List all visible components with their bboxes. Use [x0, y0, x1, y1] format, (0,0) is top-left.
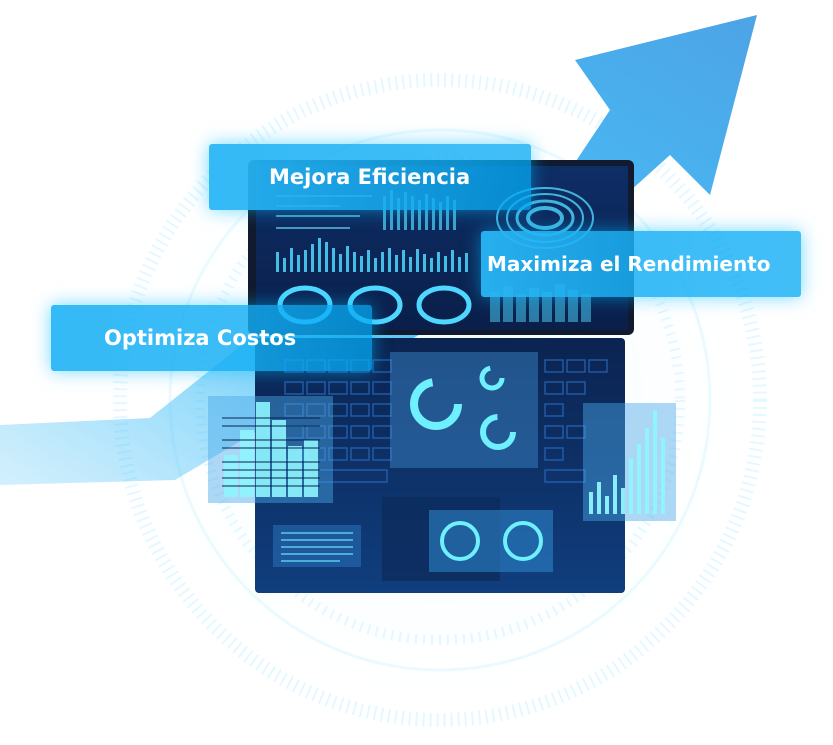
label-maximiza-rendimiento-text: Maximiza el Rendimiento	[487, 252, 771, 276]
label-optimiza-costos-text: Optimiza Costos	[104, 326, 297, 350]
label-mejora-eficiencia: Mejora Eficiencia	[209, 144, 531, 210]
laptop-icon	[248, 160, 634, 593]
label-mejora-eficiencia-text: Mejora Eficiencia	[269, 165, 471, 189]
bar-chart-icon	[208, 396, 333, 503]
label-optimiza-costos: Optimiza Costos	[51, 305, 372, 371]
bar-chart-icon	[583, 403, 676, 521]
label-maximiza-rendimiento: Maximiza el Rendimiento	[481, 231, 801, 297]
